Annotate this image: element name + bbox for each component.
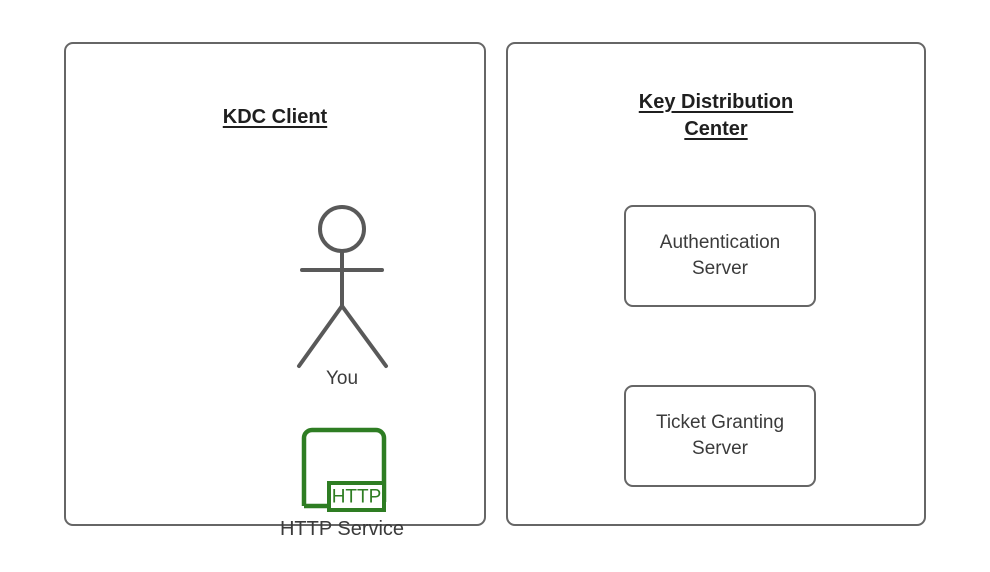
http-service-label: HTTP Service <box>279 518 405 540</box>
node-authentication-server[interactable]: Authentication Server <box>624 205 816 307</box>
stick-figure-actor-icon[interactable] <box>262 199 422 374</box>
panel-kdc-client-title: KDC Client <box>222 106 328 128</box>
node-ticket-granting-server[interactable]: Ticket Granting Server <box>624 385 816 487</box>
panel-key-distribution-center-title: Key Distribution Center <box>638 91 794 140</box>
http-service-icon[interactable]: HTTP <box>296 424 388 516</box>
http-service-badge-text: HTTP <box>332 487 382 508</box>
stick-figure-actor-label: You <box>325 368 359 389</box>
node-authentication-server-label: Authentication Server <box>659 232 781 279</box>
panel-kdc-client[interactable]: KDC Client You HTTP HTTP <box>64 42 486 540</box>
node-ticket-granting-server-label: Ticket Granting Server <box>655 412 785 459</box>
